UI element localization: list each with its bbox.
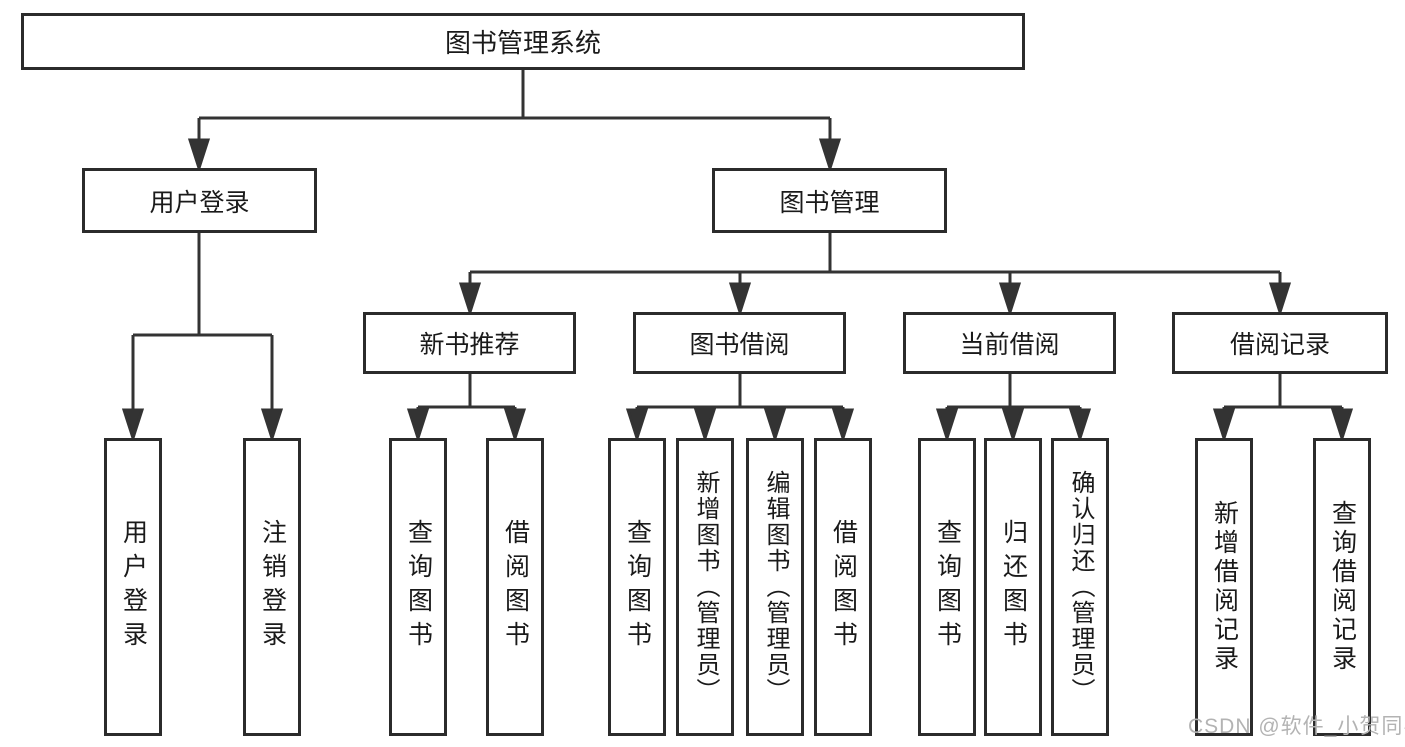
node-new-book-recommend-label: 新书推荐	[419, 331, 520, 359]
connector-book-borrowing-children	[625, 374, 855, 443]
leaf-query-borrow-record: 查询借阅记录	[1313, 438, 1371, 736]
leaf-query-books-recommend: 查询图书	[389, 438, 447, 736]
leaf-confirm-return-admin-label: 确认归还（管理员）	[1067, 470, 1094, 704]
node-current-borrowing-label: 当前借阅	[959, 331, 1060, 359]
leaf-query-books-borrowing: 查询图书	[608, 438, 666, 736]
leaf-user-login-label: 用户登录	[119, 519, 148, 655]
leaf-borrow-books-borrowing-label: 借阅图书	[829, 519, 858, 655]
leaf-edit-books-admin: 编辑图书（管理员）	[746, 438, 804, 736]
connector-borrowing-records-children	[1212, 374, 1354, 443]
leaf-query-books-borrowing-label: 查询图书	[623, 519, 652, 655]
leaf-borrow-books-borrowing: 借阅图书	[814, 438, 872, 736]
node-book-management-label: 图书管理	[779, 188, 880, 217]
node-user-login-label: 用户登录	[149, 188, 250, 217]
csdn-watermark: CSDN @软件_小贺同学	[1188, 715, 1405, 738]
leaf-return-books: 归还图书	[984, 438, 1042, 736]
leaf-query-books-current-label: 查询图书	[933, 519, 962, 655]
node-borrowing-records: 借阅记录	[1172, 312, 1388, 374]
leaf-logout: 注销登录	[243, 438, 301, 736]
leaf-edit-books-admin-label: 编辑图书（管理员）	[762, 470, 789, 704]
leaf-user-login: 用户登录	[104, 438, 162, 736]
node-new-book-recommend: 新书推荐	[363, 312, 576, 374]
leaf-add-books-admin-label: 新增图书（管理员）	[692, 470, 719, 704]
connector-book-management-children	[458, 233, 1292, 317]
node-current-borrowing: 当前借阅	[903, 312, 1116, 374]
leaf-query-books-current: 查询图书	[918, 438, 976, 736]
node-book-borrowing: 图书借阅	[633, 312, 846, 374]
leaf-query-borrow-record-label: 查询借阅记录	[1328, 500, 1357, 674]
leaf-add-borrow-record-label: 新增借阅记录	[1210, 500, 1239, 674]
connector-new-book-recommend-children	[406, 374, 527, 443]
leaf-query-books-recommend-label: 查询图书	[404, 519, 433, 655]
node-library-system-label: 图书管理系统	[444, 28, 601, 58]
connector-root-to-level2	[187, 70, 842, 173]
connector-user-login-children	[121, 233, 284, 443]
leaf-add-borrow-record: 新增借阅记录	[1195, 438, 1253, 736]
leaf-add-books-admin: 新增图书（管理员）	[676, 438, 734, 736]
leaf-borrow-books-recommend-label: 借阅图书	[501, 519, 530, 655]
node-user-login: 用户登录	[82, 168, 317, 233]
node-book-management: 图书管理	[712, 168, 947, 233]
node-library-system: 图书管理系统	[21, 13, 1025, 70]
leaf-return-books-label: 归还图书	[999, 519, 1028, 655]
connector-current-borrowing-children	[935, 374, 1092, 443]
leaf-confirm-return-admin: 确认归还（管理员）	[1051, 438, 1109, 736]
node-borrowing-records-label: 借阅记录	[1229, 331, 1330, 359]
leaf-logout-label: 注销登录	[258, 519, 287, 655]
leaf-borrow-books-recommend: 借阅图书	[486, 438, 544, 736]
node-book-borrowing-label: 图书借阅	[689, 331, 790, 359]
